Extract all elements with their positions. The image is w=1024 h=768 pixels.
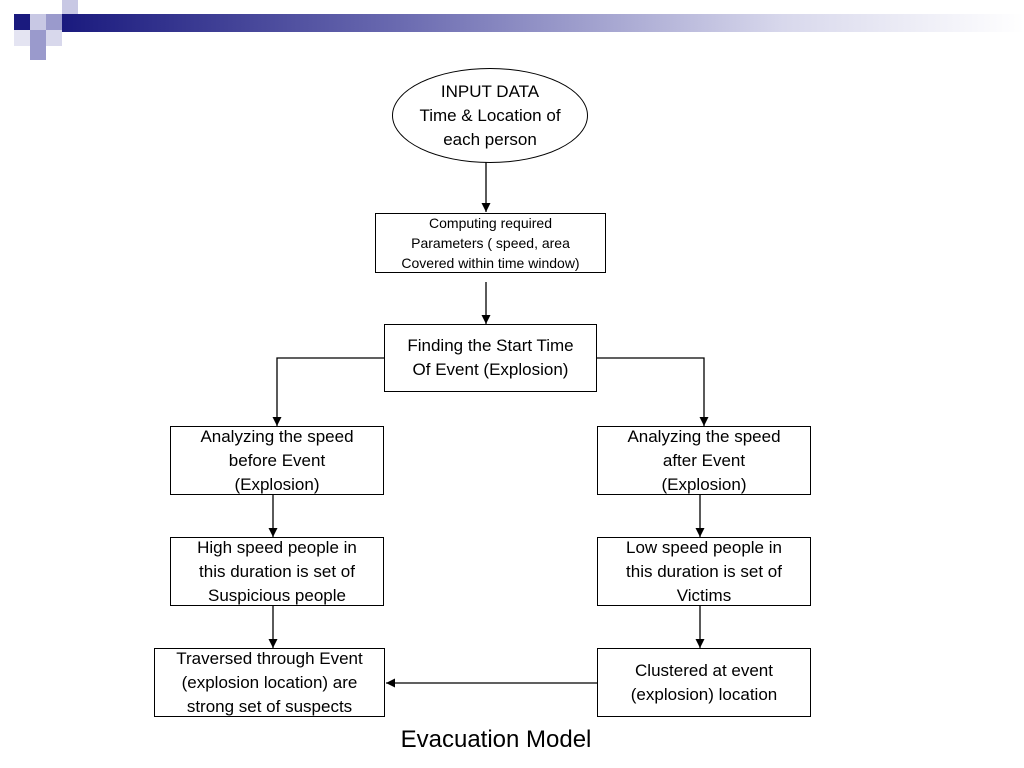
node-analyze-before: Analyzing the speed before Event (Explos…: [170, 426, 384, 495]
node-low-speed-people: Low speed people in this duration is set…: [597, 537, 811, 606]
node-high-speed-people: High speed people in this duration is se…: [170, 537, 384, 606]
arrow-start-to-after: [597, 357, 709, 426]
header-decoration: [14, 0, 1024, 60]
node-traversed-suspects: Traversed through Event (explosion locat…: [154, 648, 385, 717]
node-find-start-time-text: Finding the Start Time Of Event (Explosi…: [407, 336, 574, 379]
node-input-data: INPUT DATA Time & Location of each perso…: [392, 68, 588, 163]
node-compute-parameters-text: Computing required Parameters ( speed, a…: [401, 215, 580, 271]
node-low-speed-people-text: Low speed people in this duration is set…: [626, 537, 782, 605]
node-find-start-time: Finding the Start Time Of Event (Explosi…: [384, 324, 597, 392]
header-square-light: [46, 30, 62, 46]
header-square-light: [14, 30, 30, 46]
slide-title: Evacuation Model: [400, 726, 592, 753]
node-analyze-after-text: Analyzing the speed after Event (Explosi…: [627, 426, 781, 494]
node-clustered-location: Clustered at event (explosion) location: [597, 648, 811, 717]
node-analyze-after: Analyzing the speed after Event (Explosi…: [597, 426, 811, 495]
arrow-start-to-before: [272, 357, 384, 426]
node-traversed-suspects-text: Traversed through Event (explosion locat…: [176, 648, 363, 716]
node-analyze-before-text: Analyzing the speed before Event (Explos…: [200, 426, 354, 494]
header-square-mid: [46, 14, 62, 30]
header-square-mid: [30, 46, 46, 60]
node-clustered-location-text: Clustered at event (explosion) location: [630, 660, 778, 704]
header-gradient-bar: [62, 14, 1024, 32]
node-high-speed-people-text: High speed people in this duration is se…: [197, 537, 357, 605]
header-square-light: [62, 0, 78, 14]
node-input-data-text: INPUT DATA Time & Location of each perso…: [419, 81, 561, 149]
header-square-light: [30, 14, 46, 30]
node-compute-parameters: Computing required Parameters ( speed, a…: [375, 213, 606, 273]
header-square-dark: [14, 14, 30, 30]
header-square-mid: [30, 30, 46, 46]
